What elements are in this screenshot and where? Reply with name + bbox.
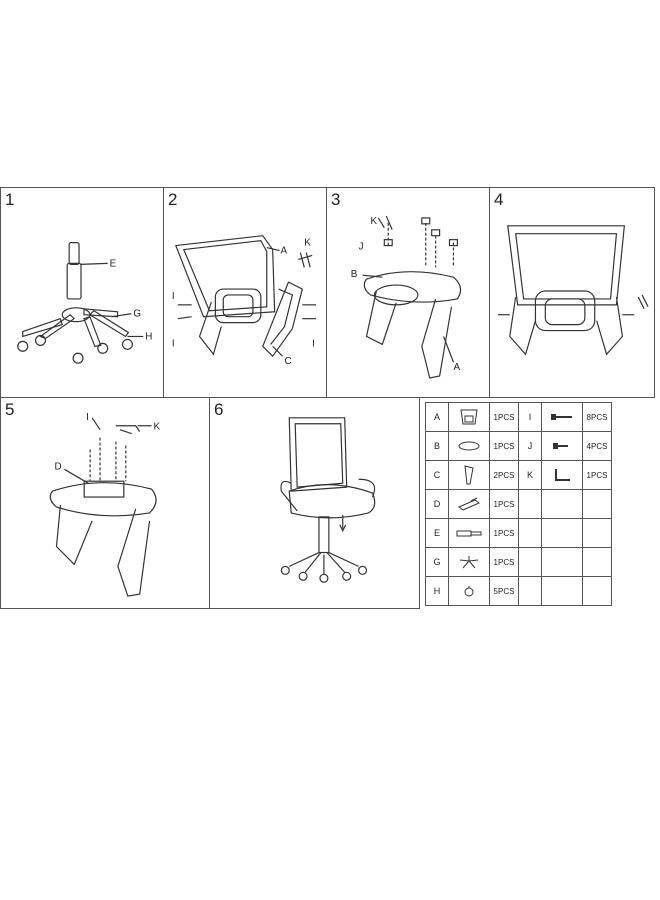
empty-cell bbox=[582, 518, 612, 548]
empty-cell bbox=[582, 489, 612, 519]
backrest-rear bbox=[507, 225, 626, 306]
empty-cell bbox=[541, 518, 583, 548]
part-quantity: 1PCS bbox=[489, 402, 519, 432]
step-5-illustration: I K D bbox=[49, 412, 161, 597]
label-d: D bbox=[54, 461, 61, 472]
empty-cell bbox=[518, 547, 542, 577]
empty-cell bbox=[541, 547, 583, 577]
part-letter: J bbox=[518, 431, 542, 461]
part-letter: H bbox=[425, 576, 449, 606]
step-4-illustration bbox=[497, 225, 649, 356]
label-i-bottom: I bbox=[172, 338, 175, 349]
step-number: 1 bbox=[5, 190, 15, 209]
assembled-backrest bbox=[288, 417, 348, 492]
part-quantity: 4PCS bbox=[582, 431, 612, 461]
label-k: K bbox=[370, 216, 377, 227]
seat-underside bbox=[49, 482, 157, 517]
label-b: B bbox=[351, 269, 358, 280]
parts-row: G 1PCS bbox=[425, 547, 612, 577]
part-quantity: 5PCS bbox=[489, 576, 519, 606]
part-letter: D bbox=[425, 489, 449, 519]
parts-row: H 5PCS bbox=[425, 576, 612, 606]
caster-icon bbox=[448, 576, 490, 606]
step-1-panel: 1 E G H bbox=[0, 187, 164, 398]
step-5-panel: 5 I K D bbox=[0, 397, 210, 609]
label-j: J bbox=[359, 242, 364, 253]
step-4-panel: 4 bbox=[489, 187, 655, 398]
step-6-illustration bbox=[280, 417, 376, 583]
label-k: K bbox=[154, 422, 161, 433]
step-number: 4 bbox=[494, 190, 504, 209]
label-k: K bbox=[304, 238, 311, 249]
part-quantity: 2PCS bbox=[489, 460, 519, 490]
empty-cell bbox=[582, 576, 612, 606]
part-letter: A bbox=[425, 402, 449, 432]
gas-cylinder-top bbox=[68, 242, 80, 265]
gas-cylinder-body bbox=[66, 262, 82, 300]
part-quantity: 1PCS bbox=[489, 518, 519, 548]
empty-cell bbox=[541, 489, 583, 519]
step-2-panel: 2 A K I I I C bbox=[163, 187, 327, 398]
part-letter: I bbox=[518, 402, 542, 432]
part-letter: K bbox=[518, 460, 542, 490]
step-1-illustration: E G H bbox=[17, 242, 152, 364]
part-quantity: 8PCS bbox=[582, 402, 612, 432]
step-number: 5 bbox=[5, 400, 15, 419]
star-base-icon bbox=[448, 547, 490, 577]
label-g: G bbox=[133, 309, 141, 320]
step-3-illustration: K J B A bbox=[351, 215, 462, 379]
armrest-icon bbox=[448, 460, 490, 490]
mechanism-icon bbox=[448, 489, 490, 519]
parts-row: D 1PCS bbox=[425, 489, 612, 519]
mechanism bbox=[83, 480, 125, 498]
step-2-illustration: A K I I I C bbox=[172, 235, 317, 367]
part-letter: G bbox=[425, 547, 449, 577]
empty-cell bbox=[518, 489, 542, 519]
empty-cell bbox=[541, 576, 583, 606]
seat bbox=[363, 271, 462, 303]
parts-row: E 1PCS bbox=[425, 518, 612, 548]
backrest-icon bbox=[448, 402, 490, 432]
short-bolt-icon bbox=[541, 431, 583, 461]
label-i-right: I bbox=[312, 338, 315, 349]
part-quantity: 1PCS bbox=[489, 547, 519, 577]
seat-icon bbox=[448, 431, 490, 461]
long-bolt-icon bbox=[541, 402, 583, 432]
label-i: I bbox=[86, 412, 89, 423]
gas-cylinder-icon bbox=[448, 518, 490, 548]
step-6-panel: 6 bbox=[209, 397, 420, 609]
part-letter: C bbox=[425, 460, 449, 490]
label-a: A bbox=[453, 362, 460, 373]
label-h: H bbox=[145, 331, 152, 342]
step-number: 2 bbox=[168, 190, 178, 209]
backrest bbox=[175, 235, 276, 318]
empty-cell bbox=[518, 576, 542, 606]
empty-cell bbox=[518, 518, 542, 548]
empty-cell bbox=[582, 547, 612, 577]
step-number: 3 bbox=[331, 190, 341, 209]
part-letter: B bbox=[425, 431, 449, 461]
part-quantity: 1PCS bbox=[582, 460, 612, 490]
label-c: C bbox=[285, 356, 292, 367]
label-e: E bbox=[110, 258, 117, 269]
label-i-top: I bbox=[172, 291, 175, 302]
allen-key-icon bbox=[541, 460, 583, 490]
label-a: A bbox=[281, 245, 288, 256]
step-number: 6 bbox=[214, 400, 224, 419]
part-letter: E bbox=[425, 518, 449, 548]
part-quantity: 1PCS bbox=[489, 489, 519, 519]
step-3-panel: 3 K J B A bbox=[326, 187, 490, 398]
part-quantity: 1PCS bbox=[489, 431, 519, 461]
